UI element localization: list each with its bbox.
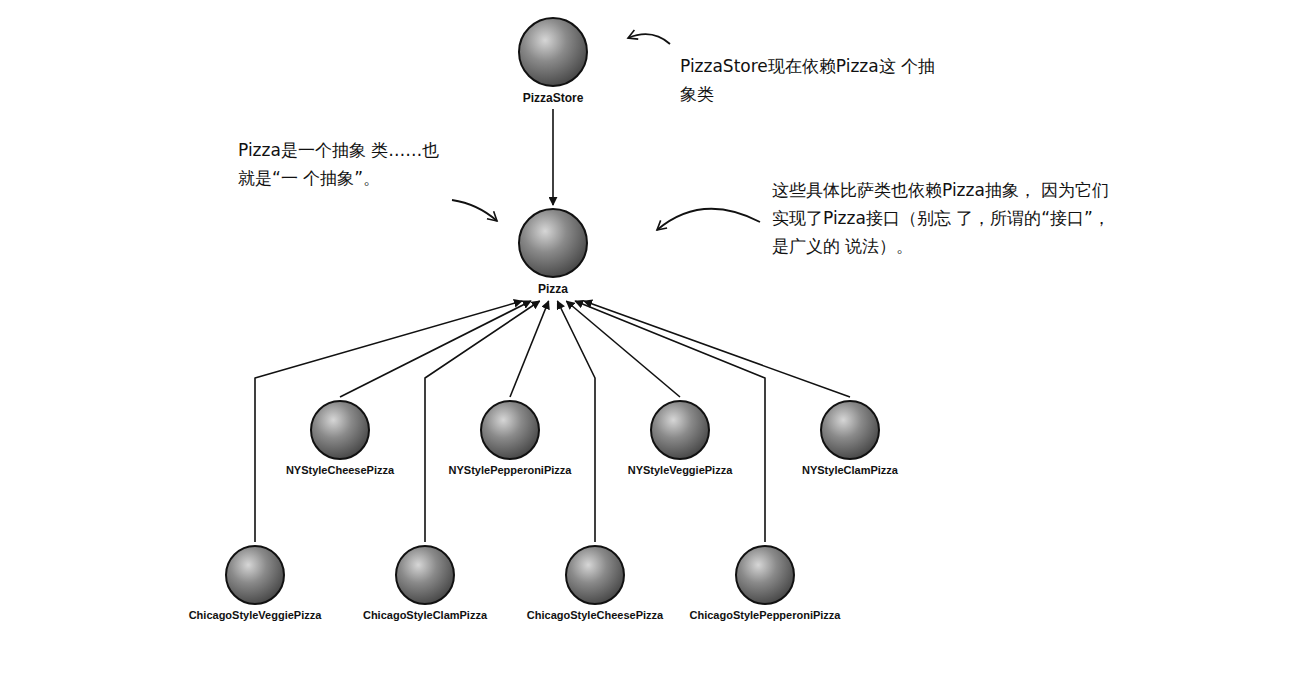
- class-sphere: [395, 545, 455, 605]
- class-node: NYStyleCheesePizza: [283, 400, 398, 478]
- dependency-arrow: [575, 301, 765, 542]
- class-sphere: [518, 208, 588, 278]
- dependency-arrow: [552, 109, 554, 205]
- annotation-note: 这些具体比萨类也依赖Pizza抽象， 因为它们实现了Pizza接口（别忘 了，所…: [772, 176, 1124, 260]
- class-sphere: [225, 545, 285, 605]
- class-sphere: [735, 545, 795, 605]
- class-node: Pizza: [518, 208, 588, 297]
- class-sphere: [820, 400, 880, 460]
- class-sphere: [650, 400, 710, 460]
- dependency-arrow: [584, 301, 850, 397]
- dependency-arrow: [510, 301, 549, 397]
- class-node: NYStylePepperoniPizza: [446, 400, 575, 478]
- class-sphere: [310, 400, 370, 460]
- class-name: NYStylePepperoniPizza: [446, 464, 575, 477]
- class-sphere: [480, 400, 540, 460]
- dependency-arrow: [557, 301, 595, 542]
- class-node: ChicagoStyleVeggiePizza: [186, 545, 325, 623]
- annotation-note: Pizza是一个抽象 类……也就是“一 个抽象”。: [238, 136, 450, 192]
- class-name: NYStyleClamPizza: [799, 464, 901, 477]
- class-name: PizzaStore: [518, 91, 588, 105]
- class-name: ChicagoStylePepperoniPizza: [687, 609, 844, 622]
- class-name: ChicagoStyleCheesePizza: [524, 609, 667, 622]
- class-name: ChicagoStyleClamPizza: [360, 609, 491, 622]
- class-sphere: [565, 545, 625, 605]
- leader-arrow: [628, 34, 670, 44]
- class-node: NYStyleClamPizza: [799, 400, 901, 478]
- leader-arrow: [452, 200, 497, 221]
- class-node: ChicagoStyleCheesePizza: [524, 545, 667, 623]
- class-node: NYStyleVeggiePizza: [625, 400, 736, 478]
- class-node: ChicagoStylePepperoniPizza: [687, 545, 844, 623]
- leader-arrow: [657, 209, 760, 230]
- dependency-arrow: [340, 301, 531, 397]
- class-name: ChicagoStyleVeggiePizza: [186, 609, 325, 622]
- class-name: Pizza: [518, 282, 588, 296]
- class-node: PizzaStore: [518, 17, 588, 106]
- annotation-note: PizzaStore现在依赖Pizza这 个抽象类: [680, 52, 942, 108]
- class-name: NYStyleVeggiePizza: [625, 464, 736, 477]
- class-name: NYStyleCheesePizza: [283, 464, 398, 477]
- class-sphere: [518, 17, 588, 87]
- dependency-arrow: [425, 301, 540, 542]
- class-node: ChicagoStyleClamPizza: [360, 545, 491, 623]
